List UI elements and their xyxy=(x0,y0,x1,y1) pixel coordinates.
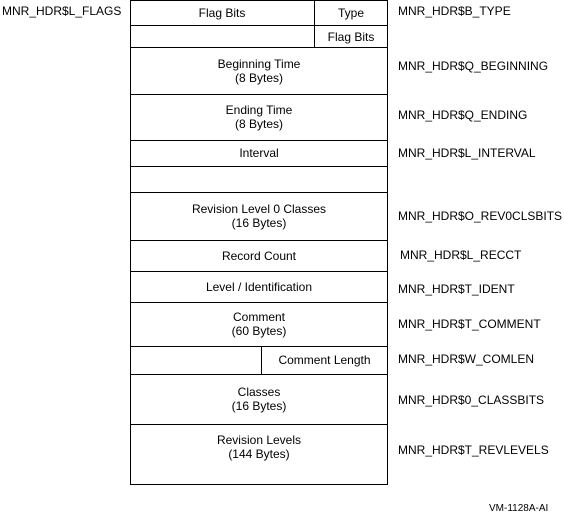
classes-field: Classes (16 Bytes) xyxy=(130,374,388,424)
beginning-offset-label: MNR_HDR$Q_BEGINNING xyxy=(398,59,549,73)
comment-field: Comment (60 Bytes) xyxy=(130,302,388,346)
divider xyxy=(314,0,315,47)
revision-levels-field: Revision Levels (144 Bytes) xyxy=(130,424,388,470)
beginning-time-size: (8 Bytes) xyxy=(234,70,283,85)
record-count-text: Record Count xyxy=(221,248,297,263)
flags-offset-label: MNR_HDR$L_FLAGS xyxy=(2,4,122,18)
flag-bits-text: Flag Bits xyxy=(198,6,246,20)
classes-text: Classes xyxy=(237,385,281,399)
figure-id: VM-1128A-AI xyxy=(489,503,549,514)
type-field: Type xyxy=(314,0,388,26)
comment-offset-label: MNR_HDR$T_COMMENT xyxy=(398,317,541,331)
record-count-field: Record Count xyxy=(130,240,388,271)
revision-levels-size: (144 Bytes) xyxy=(228,447,290,461)
divider xyxy=(261,346,262,374)
level-identification-field: Level / Identification xyxy=(130,271,388,302)
divider xyxy=(130,192,388,193)
type-offset-label: MNR_HDR$B_TYPE xyxy=(398,4,511,18)
comment-size: (60 Bytes) xyxy=(231,324,287,338)
divider xyxy=(130,302,388,303)
beginning-time-field: Beginning Time (8 Bytes) xyxy=(130,47,388,94)
divider xyxy=(130,166,388,167)
interval-offset-label: MNR_HDR$L_INTERVAL xyxy=(398,146,536,160)
revision-level-0-classes-size: (16 Bytes) xyxy=(231,216,287,230)
divider xyxy=(130,47,388,48)
type-flag-bits-field: Flag Bits xyxy=(314,25,388,48)
record-box xyxy=(130,0,388,485)
recct-offset-label: MNR_HDR$L_RECCT xyxy=(400,248,522,262)
divider xyxy=(130,424,388,425)
level-identification-text: Level / Identification xyxy=(205,279,313,294)
divider xyxy=(130,240,388,241)
flag-bits-field: Flag Bits xyxy=(130,0,314,26)
revlevels-offset-label: MNR_HDR$T_REVLEVELS xyxy=(398,443,549,457)
revision-level-0-classes-text: Revision Level 0 Classes xyxy=(191,202,327,216)
divider xyxy=(130,374,388,375)
interval-field: Interval xyxy=(130,140,388,166)
classes-size: (16 Bytes) xyxy=(231,399,287,413)
divider xyxy=(130,94,388,95)
divider xyxy=(130,346,388,347)
ident-offset-label: MNR_HDR$T_IDENT xyxy=(398,282,515,296)
ending-time-text: Ending Time xyxy=(225,103,293,117)
comment-text: Comment xyxy=(232,310,285,324)
ending-offset-label: MNR_HDR$Q_ENDING xyxy=(398,108,528,122)
divider xyxy=(130,140,388,141)
type-flag-bits-text: Flag Bits xyxy=(327,29,375,44)
comment-length-field: Comment Length xyxy=(261,346,388,374)
empty-field xyxy=(130,166,388,192)
divider xyxy=(130,25,388,26)
ending-time-field: Ending Time (8 Bytes) xyxy=(130,94,388,140)
beginning-time-text: Beginning Time xyxy=(217,56,301,71)
revision-levels-text: Revision Levels xyxy=(216,433,302,447)
comment-length-text: Comment Length xyxy=(278,353,371,367)
type-text: Type xyxy=(337,6,364,20)
classbits-offset-label: MNR_HDR$0_CLASSBITS xyxy=(398,393,545,407)
interval-text: Interval xyxy=(239,146,279,160)
ending-time-size: (8 Bytes) xyxy=(234,117,283,131)
divider xyxy=(130,271,388,272)
rev0clsbits-offset-label: MNR_HDR$O_REV0CLSBITS xyxy=(398,209,563,223)
comlen-offset-label: MNR_HDR$W_COMLEN xyxy=(398,352,535,366)
revision-level-0-classes-field: Revision Level 0 Classes (16 Bytes) xyxy=(130,192,388,240)
